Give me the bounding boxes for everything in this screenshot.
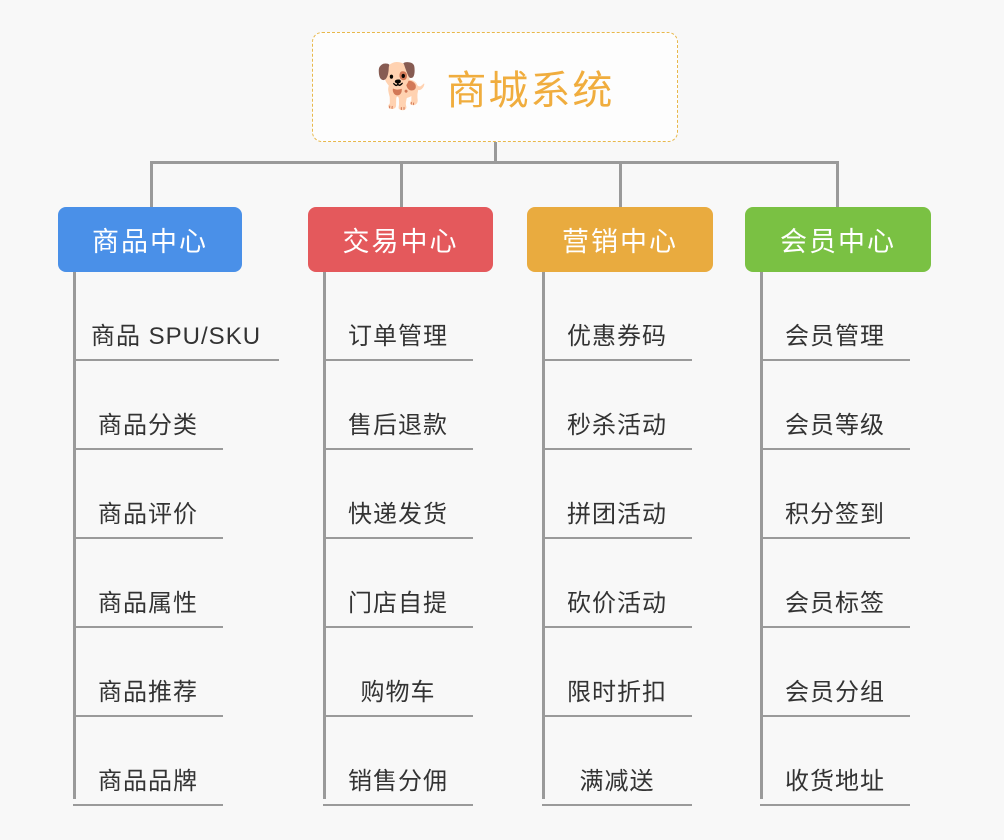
connector-horizontal-bus: [150, 161, 838, 164]
leaf-item[interactable]: 会员标签: [760, 539, 910, 628]
leaf-item[interactable]: 砍价活动: [542, 539, 692, 628]
leaf-item[interactable]: 满减送: [542, 717, 692, 806]
leaf-item[interactable]: 秒杀活动: [542, 361, 692, 450]
leaf-item[interactable]: 商品分类: [73, 361, 223, 450]
category-header-0[interactable]: 商品中心: [58, 207, 242, 272]
trunk-line-3: [760, 272, 763, 799]
leaf-item[interactable]: 拼团活动: [542, 450, 692, 539]
leaf-item[interactable]: 订单管理: [323, 272, 473, 361]
leaf-item[interactable]: 商品评价: [73, 450, 223, 539]
leaf-item[interactable]: 商品推荐: [73, 628, 223, 717]
leaf-item[interactable]: 会员等级: [760, 361, 910, 450]
leaf-list-3: 会员管理 会员等级 积分签到 会员标签 会员分组 收货地址: [745, 272, 910, 806]
leaf-item[interactable]: 购物车: [323, 628, 473, 717]
leaf-item[interactable]: 会员管理: [760, 272, 910, 361]
leaf-item[interactable]: 售后退款: [323, 361, 473, 450]
category-column-1: 交易中心: [308, 207, 528, 272]
leaf-item[interactable]: 积分签到: [760, 450, 910, 539]
leaf-item[interactable]: 收货地址: [760, 717, 910, 806]
root-title: 商城系统: [446, 69, 615, 113]
connector-drop-1: [400, 161, 403, 207]
leaf-item[interactable]: 商品属性: [73, 539, 223, 628]
leaf-item[interactable]: 商品品牌: [73, 717, 223, 806]
leaf-list-1: 订单管理 售后退款 快递发货 门店自提 购物车 销售分佣: [308, 272, 473, 806]
category-column-3: 会员中心: [745, 207, 965, 272]
category-header-3[interactable]: 会员中心: [745, 207, 931, 272]
category-column-2: 营销中心: [527, 207, 747, 272]
leaf-item[interactable]: 会员分组: [760, 628, 910, 717]
connector-drop-0: [150, 161, 153, 207]
root-node[interactable]: 🐕 商城系统: [312, 32, 678, 142]
leaf-item[interactable]: 限时折扣: [542, 628, 692, 717]
leaf-list-2: 优惠券码 秒杀活动 拼团活动 砍价活动 限时折扣 满减送: [527, 272, 692, 806]
category-header-2[interactable]: 营销中心: [527, 207, 713, 272]
leaf-item[interactable]: 快递发货: [323, 450, 473, 539]
trunk-line-2: [542, 272, 545, 799]
connector-drop-2: [619, 161, 622, 207]
trunk-line-0: [73, 272, 76, 799]
leaf-item[interactable]: 商品 SPU/SKU: [73, 272, 280, 361]
leaf-item[interactable]: 门店自提: [323, 539, 473, 628]
category-header-1[interactable]: 交易中心: [308, 207, 493, 272]
connector-root-stem: [494, 142, 497, 163]
trunk-line-1: [323, 272, 326, 799]
shiba-dog-emoji-icon: 🐕: [375, 62, 431, 111]
connector-drop-3: [836, 161, 839, 207]
category-column-0: 商品中心: [58, 207, 316, 272]
leaf-item[interactable]: 优惠券码: [542, 272, 692, 361]
leaf-list-0: 商品 SPU/SKU 商品分类 商品评价 商品属性 商品推荐 商品品牌: [58, 272, 280, 806]
leaf-item[interactable]: 销售分佣: [323, 717, 473, 806]
